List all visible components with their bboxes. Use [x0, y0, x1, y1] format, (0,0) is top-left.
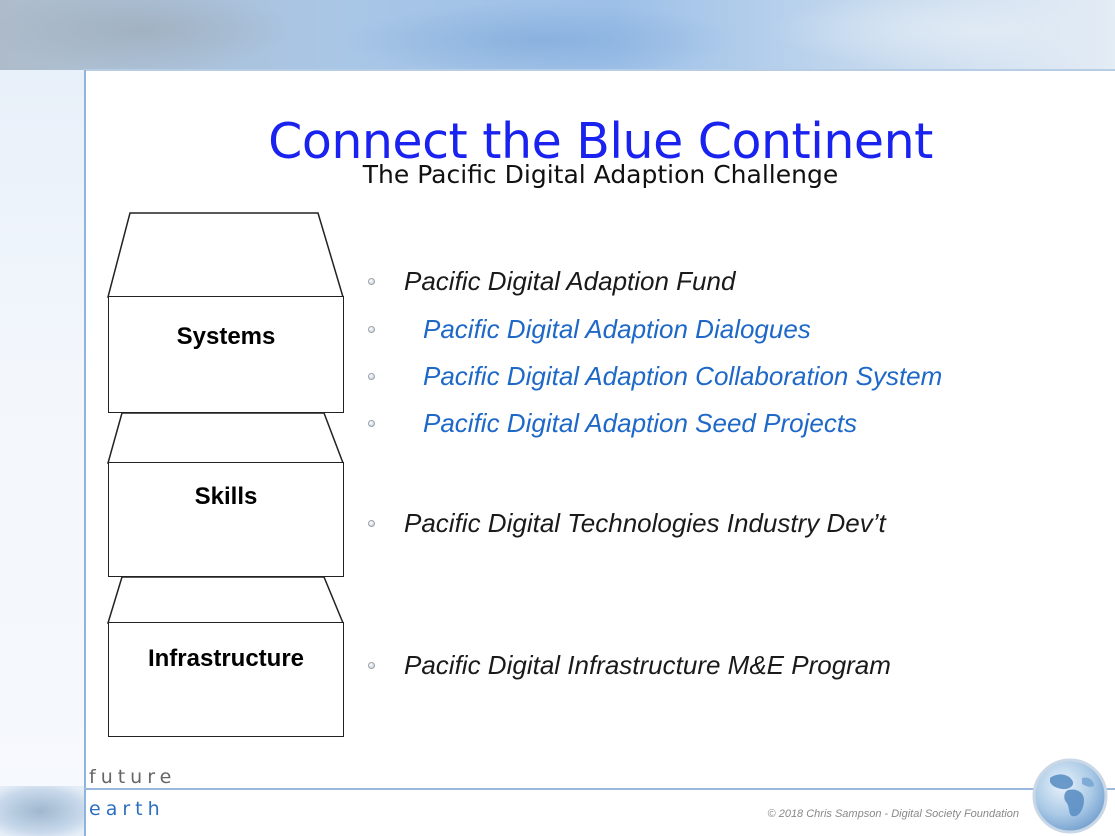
list-item: Pacific Digital Adaption Collaboration S…	[368, 361, 942, 391]
bullet-dot-icon	[368, 325, 375, 333]
footer-thumbnail-image	[0, 786, 84, 836]
top-divider	[84, 69, 1115, 71]
left-margin-strip	[0, 70, 84, 836]
bullet-text: Pacific Digital Technologies Industry De…	[404, 508, 886, 538]
list-item: Pacific Digital Adaption Fund	[368, 266, 735, 296]
left-divider	[84, 70, 86, 836]
systems-label: Systems	[176, 323, 276, 350]
list-item: Pacific Digital Adaption Dialogues	[368, 314, 811, 344]
skills-box: Skills	[108, 462, 344, 577]
bullet-dot-icon	[368, 661, 375, 669]
bullet-text: Pacific Digital Adaption Seed Projects	[423, 408, 858, 438]
systems-roof-shape	[107, 212, 345, 298]
bullet-text: Pacific Digital Adaption Fund	[404, 266, 736, 296]
header-sky-banner	[0, 0, 1115, 70]
brand-logo-line2: earth	[89, 798, 165, 820]
footer-divider	[84, 788, 1115, 790]
list-item: Pacific Digital Infrastructure M&E Progr…	[368, 650, 891, 680]
bullet-text: Pacific Digital Adaption Dialogues	[423, 314, 811, 344]
list-item: Pacific Digital Technologies Industry De…	[368, 508, 886, 538]
infrastructure-box: Infrastructure	[108, 622, 344, 737]
bullet-dot-icon	[368, 519, 375, 527]
list-item: Pacific Digital Adaption Seed Projects	[368, 408, 857, 438]
skills-label: Skills	[194, 483, 258, 510]
skills-roof-shape	[107, 412, 345, 464]
bullet-text: Pacific Digital Adaption Collaboration S…	[423, 361, 943, 391]
infrastructure-label: Infrastructure	[147, 645, 305, 672]
bullet-text: Pacific Digital Infrastructure M&E Progr…	[404, 650, 891, 680]
slide-subtitle: The Pacific Digital Adaption Challenge	[362, 160, 839, 189]
globe-icon	[1032, 758, 1108, 834]
slide-title: Connect the Blue Continent	[268, 113, 933, 170]
bullet-dot-icon	[368, 372, 375, 380]
infrastructure-roof-shape	[106, 576, 345, 624]
systems-box: Systems	[108, 296, 344, 413]
bullet-dot-icon	[368, 419, 375, 427]
brand-logo-line1: future	[89, 766, 177, 788]
copyright-notice: © 2018 Chris Sampson - Digital Society F…	[767, 808, 1019, 820]
bullet-dot-icon	[368, 277, 375, 285]
